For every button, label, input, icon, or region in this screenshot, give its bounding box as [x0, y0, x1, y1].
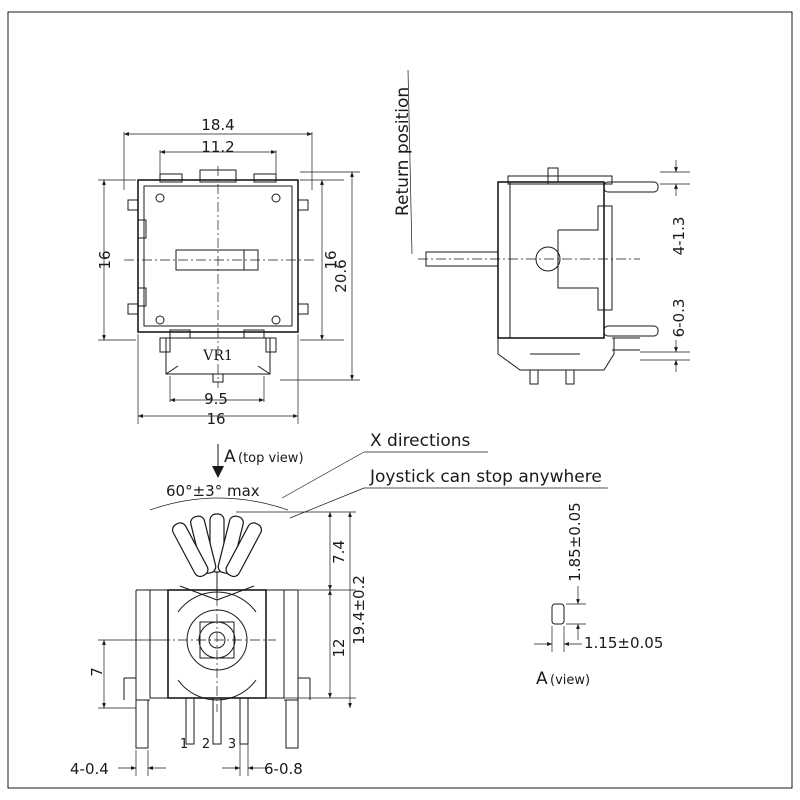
dim-w-tab: 9.5: [204, 390, 228, 408]
pin-2: 2: [202, 737, 210, 752]
dim-a-width: 1.15±0.05: [584, 634, 663, 652]
drawing-frame: [7, 11, 793, 789]
angle-label: 60°±3° max: [166, 482, 260, 500]
dim-12: 12: [330, 638, 348, 657]
a-view-marker: A: [536, 669, 548, 689]
dim-side-top: 4-1.3: [670, 217, 688, 256]
dim-w-base: 16: [206, 410, 225, 428]
x-directions-label: X directions: [370, 431, 471, 451]
dim-19-4: 19.4±0.2: [350, 575, 368, 645]
joystick-levers: [171, 513, 263, 601]
pin-1: 1: [180, 737, 188, 752]
chip-label: VR1: [202, 348, 233, 364]
return-position-label: Return position: [393, 87, 413, 216]
dim-7-4: 7.4: [330, 540, 348, 564]
dim-h-total: 20.6: [332, 259, 350, 292]
dim-side-bottom: 6-0.3: [670, 299, 688, 338]
dim-w-outer: 18.4: [201, 116, 234, 134]
dim-h-left: 16: [96, 250, 114, 269]
dim-left-pins: 4-0.4: [70, 760, 109, 778]
a-view-suffix: (view): [550, 673, 590, 688]
dim-w-inner: 11.2: [201, 138, 234, 156]
top-view-suffix: (top view): [238, 451, 304, 466]
joystick-note: Joystick can stop anywhere: [369, 467, 602, 487]
dim-right-pins: 6-0.8: [264, 760, 303, 778]
top-view-marker: A: [224, 447, 236, 467]
side-view: Return position 4-1.3 6-0.3: [393, 69, 690, 385]
a-view: 1.85±0.05 1.15±0.05 A (view): [534, 502, 663, 689]
dim-7: 7: [88, 667, 106, 677]
dim-a-height: 1.85±0.05: [566, 502, 584, 581]
dim-h-right: 16: [322, 250, 340, 269]
top-view: 18.4 11.2: [96, 116, 360, 428]
pin-3: 3: [228, 737, 236, 752]
front-view: A (top view) X directions Joystick can s…: [70, 431, 608, 778]
